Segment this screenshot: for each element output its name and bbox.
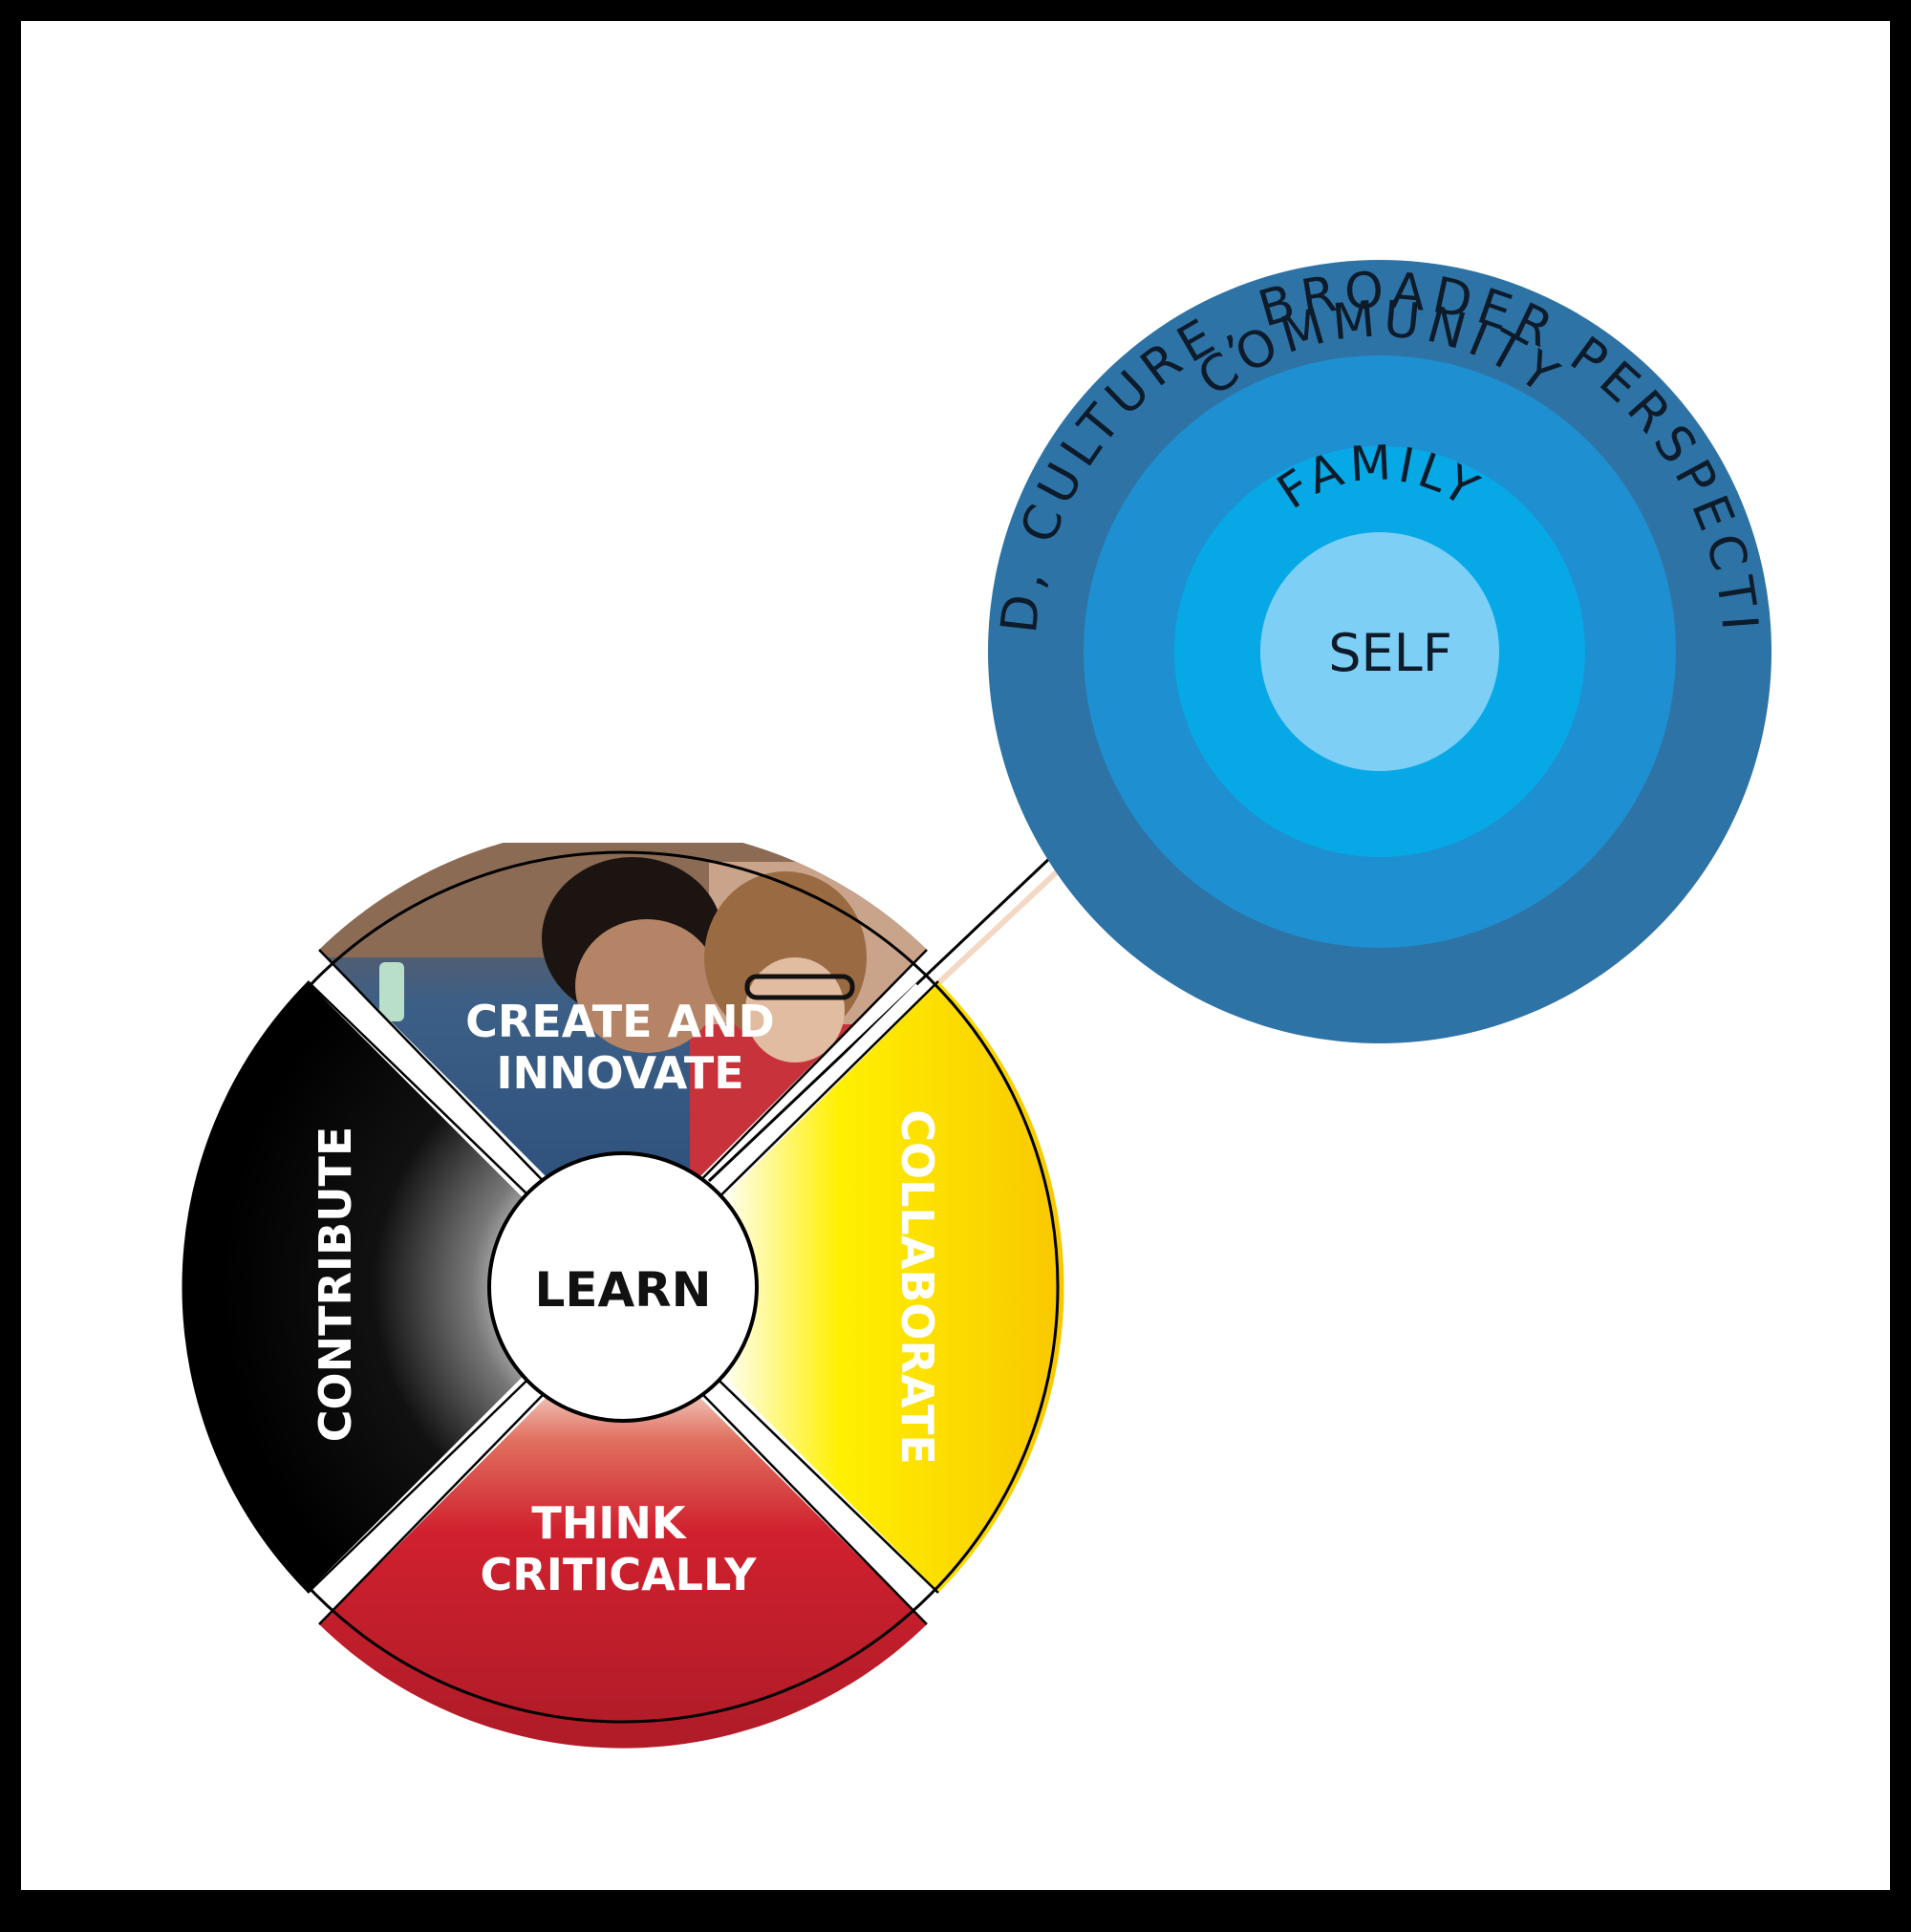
segment-top-label-line2: INNOVATE — [496, 1047, 743, 1099]
segment-right-label: COLLABORATE — [891, 1109, 943, 1465]
segment-bottom-label-line2: CRITICALLY — [481, 1549, 758, 1600]
wheel-outline — [186, 850, 1060, 1724]
segment-left-label: CONTRIBUTE — [310, 1127, 361, 1443]
connector-line-light — [935, 862, 1067, 986]
diagram-frame: LAND, CULTURE, BROADER PERSPECTIVES COMM… — [21, 21, 1890, 1890]
segment-contribute — [182, 981, 623, 1593]
photo-water-bottle — [379, 962, 404, 1021]
ring-self — [1260, 532, 1499, 771]
photo-glasses — [744, 974, 855, 1000]
segment-top-label-line1: CREATE AND — [465, 996, 775, 1047]
learning-wheel: LEARN CREATE AND INNOVATE THINK CRITICAL… — [182, 843, 1064, 1749]
photo-boy-face — [575, 919, 719, 1053]
ring-self-label: SELF — [1328, 623, 1452, 683]
segment-collaborate — [623, 981, 1064, 1593]
wheel-center — [487, 1151, 759, 1423]
concentric-rings: LAND, CULTURE, BROADER PERSPECTIVES COMM… — [21, 21, 1771, 1043]
connector-lines — [707, 853, 1067, 1183]
segment-bottom-label-line1: THINK — [531, 1497, 687, 1549]
wheel-center-label: LEARN — [534, 1262, 711, 1318]
diagram-canvas: LAND, CULTURE, BROADER PERSPECTIVES COMM… — [21, 21, 1771, 1749]
segment-think-critically — [319, 1320, 927, 1749]
connector-line-dark — [707, 853, 1055, 1183]
photo-girl-face — [745, 957, 845, 1063]
